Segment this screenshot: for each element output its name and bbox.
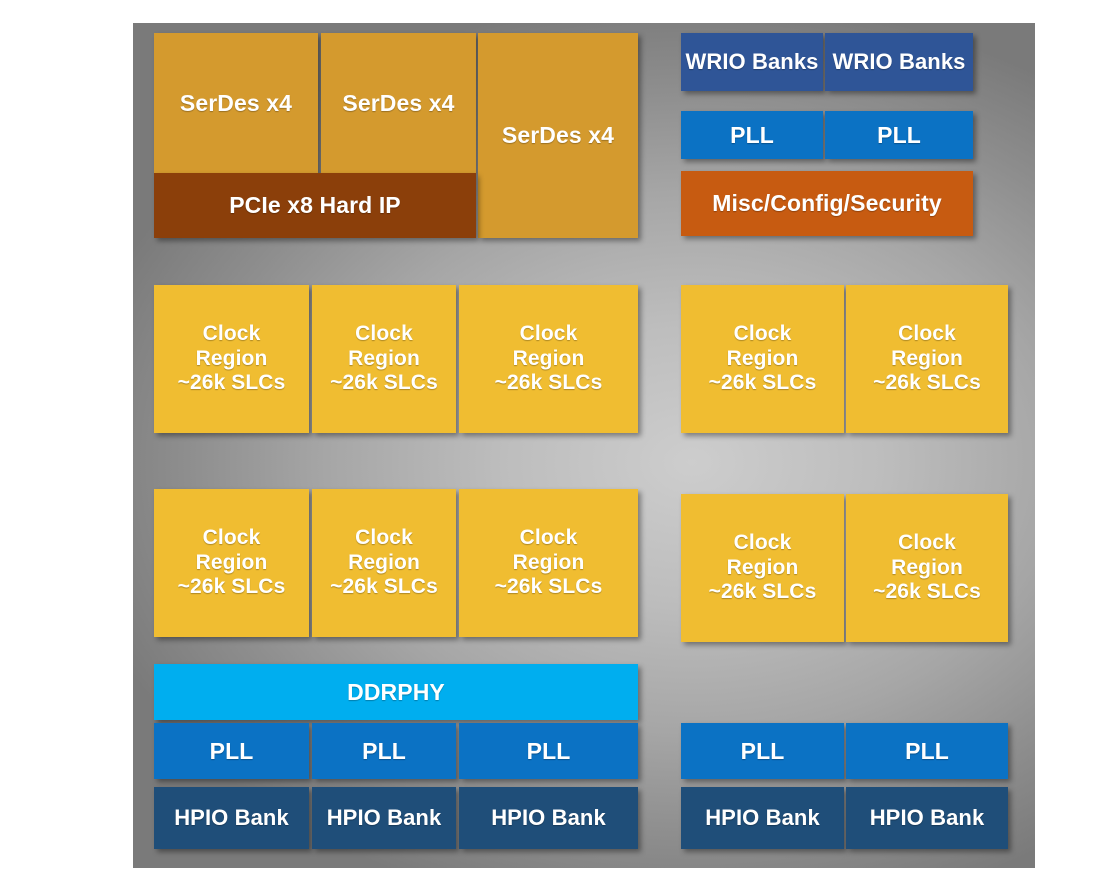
pcie-hard-ip-block[interactable]: PCIe x8 Hard IP	[154, 173, 476, 238]
hpio-bank-block-r2[interactable]: HPIO Bank	[846, 787, 1008, 849]
wrio-banks-block-1[interactable]: WRIO Banks	[681, 33, 823, 91]
pll-block-bottom-l2[interactable]: PLL	[312, 723, 456, 779]
clock-region-r2-r1[interactable]: Clock Region ~26k SLCs	[681, 494, 844, 642]
clock-region-r2-l2[interactable]: Clock Region ~26k SLCs	[312, 489, 456, 637]
clock-region-r1-l3[interactable]: Clock Region ~26k SLCs	[459, 285, 638, 433]
ddrphy-block[interactable]: DDRPHY	[154, 664, 638, 720]
clock-region-r1-l2[interactable]: Clock Region ~26k SLCs	[312, 285, 456, 433]
clock-region-r2-r2[interactable]: Clock Region ~26k SLCs	[846, 494, 1008, 642]
serdes-block-2[interactable]: SerDes x4	[321, 33, 476, 173]
hpio-bank-block-l3[interactable]: HPIO Bank	[459, 787, 638, 849]
hpio-bank-block-l2[interactable]: HPIO Bank	[312, 787, 456, 849]
clock-region-r2-l1[interactable]: Clock Region ~26k SLCs	[154, 489, 309, 637]
serdes-block-3[interactable]: SerDes x4	[478, 33, 638, 238]
pll-block-bottom-l3[interactable]: PLL	[459, 723, 638, 779]
clock-region-r1-r1[interactable]: Clock Region ~26k SLCs	[681, 285, 844, 433]
clock-region-r1-r2[interactable]: Clock Region ~26k SLCs	[846, 285, 1008, 433]
pll-block-bottom-l1[interactable]: PLL	[154, 723, 309, 779]
clock-region-r2-l3[interactable]: Clock Region ~26k SLCs	[459, 489, 638, 637]
pll-block-bottom-r1[interactable]: PLL	[681, 723, 844, 779]
pll-block-bottom-r2[interactable]: PLL	[846, 723, 1008, 779]
pll-block-top-2[interactable]: PLL	[825, 111, 973, 159]
misc-config-security-block[interactable]: Misc/Config/Security	[681, 171, 973, 236]
serdes-block-1[interactable]: SerDes x4	[154, 33, 318, 173]
floorplan-canvas: SerDes x4 SerDes x4 SerDes x4 PCIe x8 Ha…	[133, 23, 1035, 868]
hpio-bank-block-r1[interactable]: HPIO Bank	[681, 787, 844, 849]
hpio-bank-block-l1[interactable]: HPIO Bank	[154, 787, 309, 849]
clock-region-r1-l1[interactable]: Clock Region ~26k SLCs	[154, 285, 309, 433]
pll-block-top-1[interactable]: PLL	[681, 111, 823, 159]
wrio-banks-block-2[interactable]: WRIO Banks	[825, 33, 973, 91]
